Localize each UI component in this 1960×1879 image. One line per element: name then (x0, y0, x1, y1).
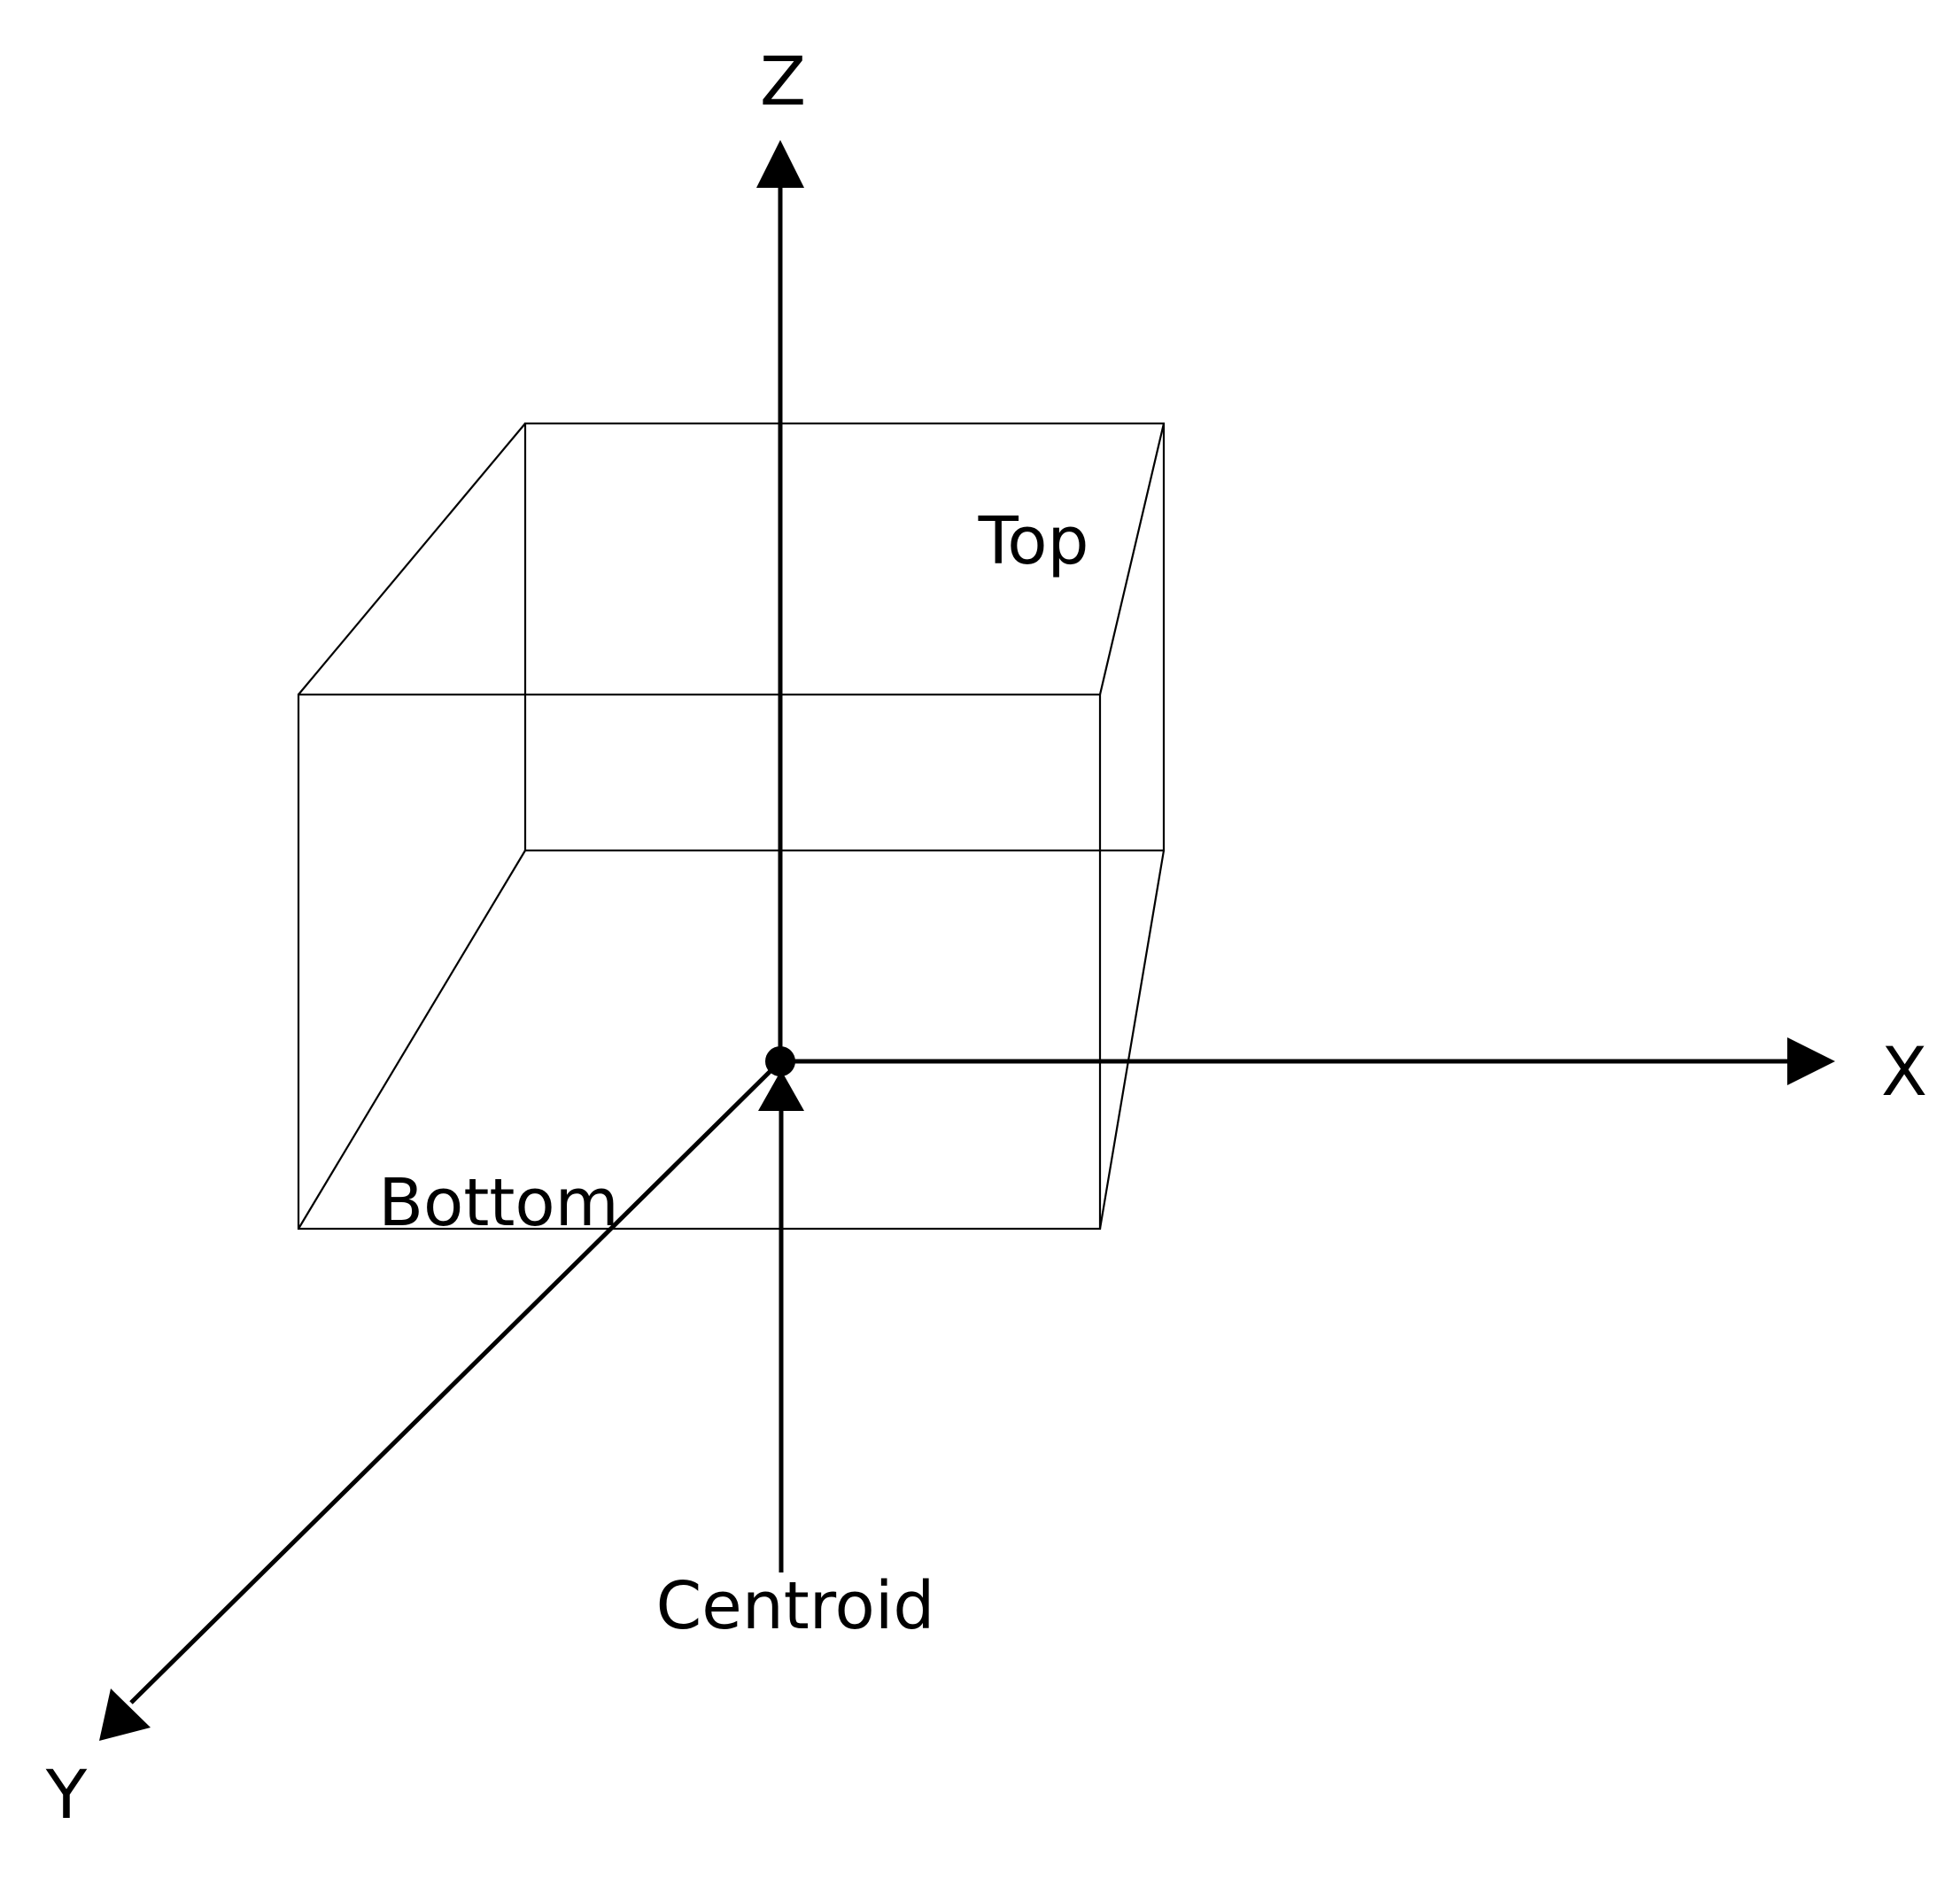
box-wireframe (297, 422, 1166, 1231)
y-axis-arrowhead (99, 1689, 151, 1741)
centroid-pointer-arrowhead (758, 1070, 804, 1111)
y-axis-label: Y (45, 1755, 88, 1834)
origin-point (765, 1046, 795, 1076)
box-edge-top-left (298, 423, 526, 695)
box-edge-bottom-left (298, 850, 526, 1230)
x-axis-arrowhead (1787, 1037, 1835, 1085)
x-axis-label: X (1881, 1032, 1927, 1111)
box-back-face (523, 422, 1166, 852)
z-axis-label: Z (760, 42, 806, 120)
y-axis-line (129, 1060, 782, 1704)
bottom-face-label: Bottom (378, 1165, 618, 1241)
top-face-label: Top (978, 503, 1089, 579)
axes (99, 140, 1835, 1741)
box-edge-top-right (1098, 423, 1166, 695)
centroid-label: Centroid (656, 1568, 935, 1644)
z-axis-arrowhead (756, 140, 804, 188)
box-edge-bottom-right (1098, 850, 1166, 1230)
box-front-face (297, 693, 1102, 1231)
